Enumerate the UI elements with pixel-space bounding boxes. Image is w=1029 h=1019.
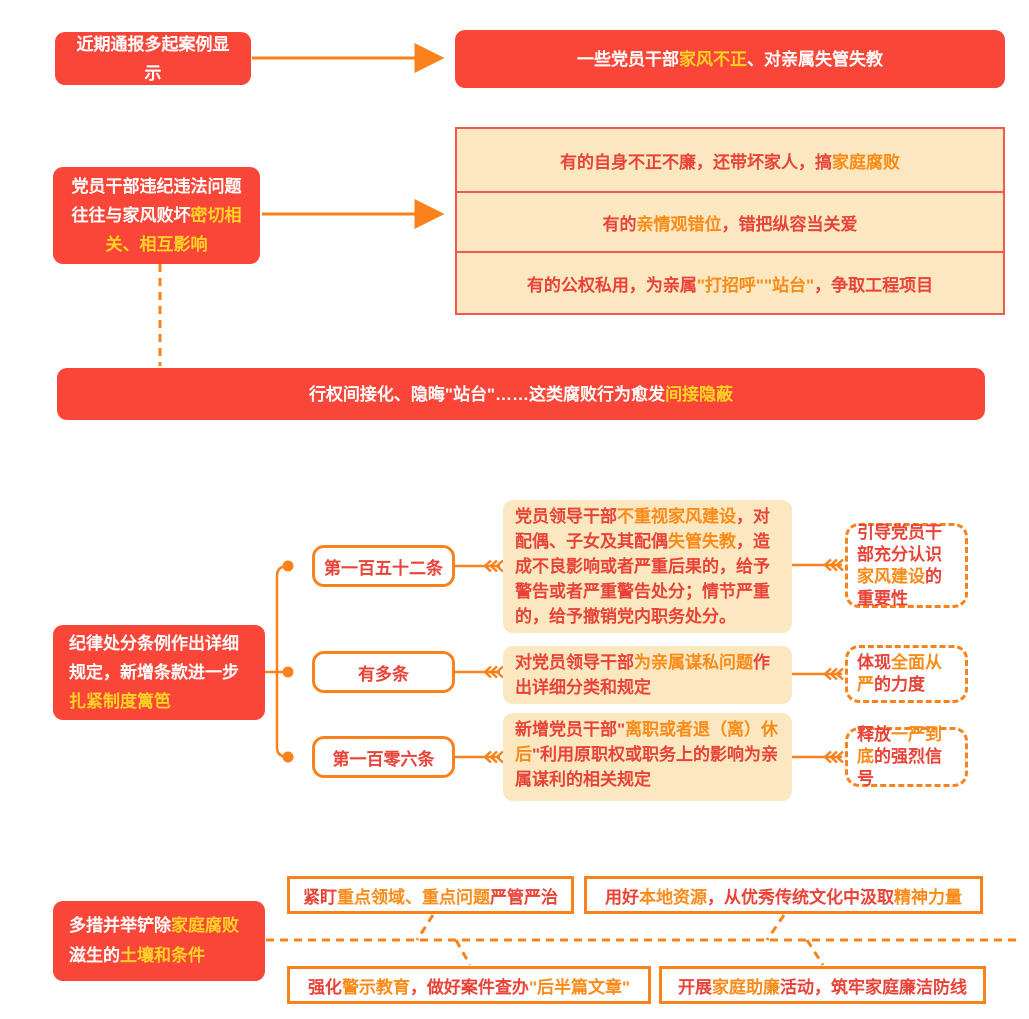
article-152-detail-text: 党员领导干部不重视家风建设，对配偶、子女及其配偶失管失教，造成不良影响或者严重后… <box>515 507 770 626</box>
example-row-2: 有的亲情观错位，错把纵容当关爱 <box>457 191 1003 251</box>
measure-box-4-text: 开展家庭助廉活动，筑牢家庭廉洁防线 <box>678 977 967 997</box>
article-152-note-text: 引导党员干部充分认识家风建设的重要性 <box>857 522 942 608</box>
article-152-label-text: 第一百五十二条 <box>324 558 443 578</box>
example-row-1-text: 有的自身不正不廉，还带坏家人，搞家庭腐败 <box>560 152 900 172</box>
measures-summary-text: 多措并举铲除家庭腐败滋生的土壤和条件 <box>69 916 239 965</box>
case-report-text: 近期通报多起案例显示 <box>76 34 230 83</box>
multiple-articles-label: 有多条 <box>312 651 455 693</box>
chevron-connector-row2-left <box>455 665 504 679</box>
article-106-note-text: 释放一严到底的强烈信号 <box>857 725 942 788</box>
measure-box-4: 开展家庭助廉活动，筑牢家庭廉洁防线 <box>659 966 986 1004</box>
banner-box: 行权间接化、隐晦"站台"……这类腐败行为愈发间接隐蔽 <box>57 368 985 420</box>
chevron-connector-row1-right <box>792 558 844 572</box>
regulation-summary-text: 纪律处分条例作出详细规定，新增条款进一步扎紧制度篱笆 <box>69 634 239 711</box>
case-report-box: 近期通报多起案例显示 <box>55 32 251 85</box>
multiple-articles-label-text: 有多条 <box>358 664 409 684</box>
measure-box-2: 用好本地资源，从优秀传统文化中汲取精神力量 <box>584 876 983 914</box>
branch-bracket <box>265 560 294 763</box>
article-152-note: 引导党员干部充分认识家风建设的重要性 <box>845 523 968 608</box>
multiple-articles-detail: 对党员领导干部为亲属谋私问题作出详细分类和规定 <box>503 646 792 704</box>
multiple-articles-note-text: 体现全面从严的力度 <box>857 653 942 694</box>
dashed-branch-measure3 <box>454 939 472 966</box>
problem-statement-text: 党员干部违纪违法问题往往与家风败坏密切相关、相互影响 <box>71 177 242 254</box>
dashed-branch-measure2 <box>765 914 786 941</box>
banner-text: 行权间接化、隐晦"站台"……这类腐败行为愈发间接隐蔽 <box>308 384 734 404</box>
conclusion-box: 一些党员干部家风不正、对亲属失管失教 <box>455 30 1005 88</box>
examples-table: 有的自身不正不廉，还带坏家人，搞家庭腐败 有的亲情观错位，错把纵容当关爱 有的公… <box>455 127 1005 315</box>
example-row-2-text: 有的亲情观错位，错把纵容当关爱 <box>602 214 858 234</box>
example-row-1: 有的自身不正不廉，还带坏家人，搞家庭腐败 <box>457 129 1003 191</box>
measure-box-1-text: 紧盯重点领域、重点问题严管严治 <box>303 887 558 907</box>
measure-box-3-text: 强化警示教育，做好案件查办"后半篇文章" <box>307 977 631 997</box>
dashed-spine <box>266 914 1020 966</box>
article-106-label-text: 第一百零六条 <box>332 749 435 769</box>
regulation-summary-box: 纪律处分条例作出详细规定，新增条款进一步扎紧制度篱笆 <box>53 625 265 720</box>
article-106-label: 第一百零六条 <box>312 736 455 778</box>
measures-summary-box: 多措并举铲除家庭腐败滋生的土壤和条件 <box>53 901 265 981</box>
dashed-branch-measure1 <box>415 914 435 941</box>
article-152-detail: 党员领导干部不重视家风建设，对配偶、子女及其配偶失管失教，造成不良影响或者严重后… <box>503 500 792 633</box>
multiple-articles-note: 体现全面从严的力度 <box>845 645 968 703</box>
article-106-detail-text: 新增党员干部"离职或者退（离）休后"利用原职权或职务上的影响为亲属谋利的相关规定 <box>515 720 779 789</box>
article-106-note: 释放一严到底的强烈信号 <box>845 725 968 788</box>
chevron-connector-row3-left <box>455 750 504 764</box>
chevron-connector-row2-right <box>792 667 844 681</box>
measure-box-2-text: 用好本地资源，从优秀传统文化中汲取精神力量 <box>605 887 962 907</box>
dashed-branch-measure4 <box>805 939 825 966</box>
example-row-3: 有的公权私用，为亲属"打招呼""站台"，争取工程项目 <box>457 251 1003 313</box>
example-row-3-text: 有的公权私用，为亲属"打招呼""站台"，争取工程项目 <box>526 275 934 295</box>
measure-box-3: 强化警示教育，做好案件查办"后半篇文章" <box>287 966 651 1004</box>
multiple-articles-detail-text: 对党员领导干部为亲属谋私问题作出详细分类和规定 <box>515 653 770 697</box>
article-106-detail: 新增党员干部"离职或者退（离）休后"利用原职权或职务上的影响为亲属谋利的相关规定 <box>503 713 792 801</box>
chevron-connector-row1-left <box>455 559 504 573</box>
chevron-connector-row3-right <box>792 750 844 764</box>
article-152-label: 第一百五十二条 <box>312 545 455 587</box>
problem-statement-box: 党员干部违纪违法问题往往与家风败坏密切相关、相互影响 <box>53 167 260 264</box>
measure-box-1: 紧盯重点领域、重点问题严管严治 <box>287 876 574 914</box>
conclusion-text: 一些党员干部家风不正、对亲属失管失教 <box>577 49 883 69</box>
